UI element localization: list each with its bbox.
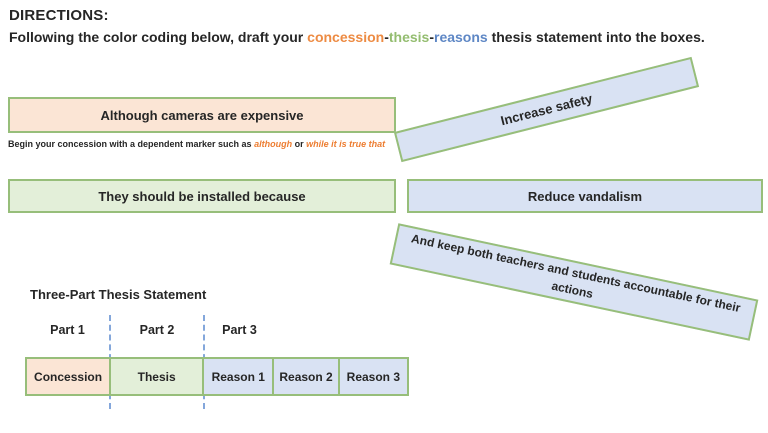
hint-or: or — [292, 139, 307, 149]
reason-box-safety[interactable]: Increase safety — [393, 56, 700, 163]
hint-marker-although: although — [254, 139, 293, 149]
concession-box-label: Although cameras are expensive — [100, 107, 304, 123]
reason-vandalism-label: Reduce vandalism — [527, 188, 643, 204]
hyphen-1: - — [384, 29, 389, 45]
thesis-box[interactable]: They should be installed because — [8, 179, 396, 213]
table-cell-reason-2: Reason 2 — [274, 359, 340, 394]
hint-prefix: Begin your concession with a dependent m… — [8, 139, 255, 149]
reason-box-accountable[interactable]: And keep both teachers and students acco… — [389, 223, 759, 341]
table-cell-reason-1: Reason 1 — [204, 359, 275, 394]
reasons-color-word: reasons — [434, 29, 488, 45]
hint-marker-while: while it is true that — [306, 139, 386, 149]
part-3-label: Part 3 — [222, 323, 257, 337]
concession-hint: Begin your concession with a dependent m… — [8, 139, 385, 149]
directions-prefix: Following the color coding below, draft … — [9, 29, 308, 45]
thesis-box-label: They should be installed because — [98, 188, 306, 204]
table-cell-thesis: Thesis — [111, 359, 205, 394]
reason-box-vandalism[interactable]: Reduce vandalism — [407, 179, 763, 213]
concession-color-word: concession — [307, 29, 385, 45]
part-1-label: Part 1 — [50, 323, 85, 337]
reason-safety-label: Increase safety — [499, 90, 594, 129]
table-cell-concession: Concession — [27, 359, 112, 394]
part-2-label: Part 2 — [139, 323, 175, 337]
diagram-title: Three-Part Thesis Statement — [30, 287, 207, 302]
table-cell-reason-3: Reason 3 — [339, 359, 407, 394]
directions-suffix: thesis statement into the boxes. — [487, 29, 705, 45]
thesis-color-word: thesis — [388, 29, 430, 45]
directions-heading: DIRECTIONS: — [9, 7, 109, 24]
thesis-structure-table: Concession Thesis Reason 1 Reason 2 Reas… — [25, 357, 409, 396]
reason-accountable-label: And keep both teachers and students acco… — [410, 231, 742, 315]
directions-text: Following the color coding below, draft … — [9, 29, 705, 45]
hyphen-2: - — [429, 29, 434, 45]
concession-box[interactable]: Although cameras are expensive — [8, 97, 396, 133]
